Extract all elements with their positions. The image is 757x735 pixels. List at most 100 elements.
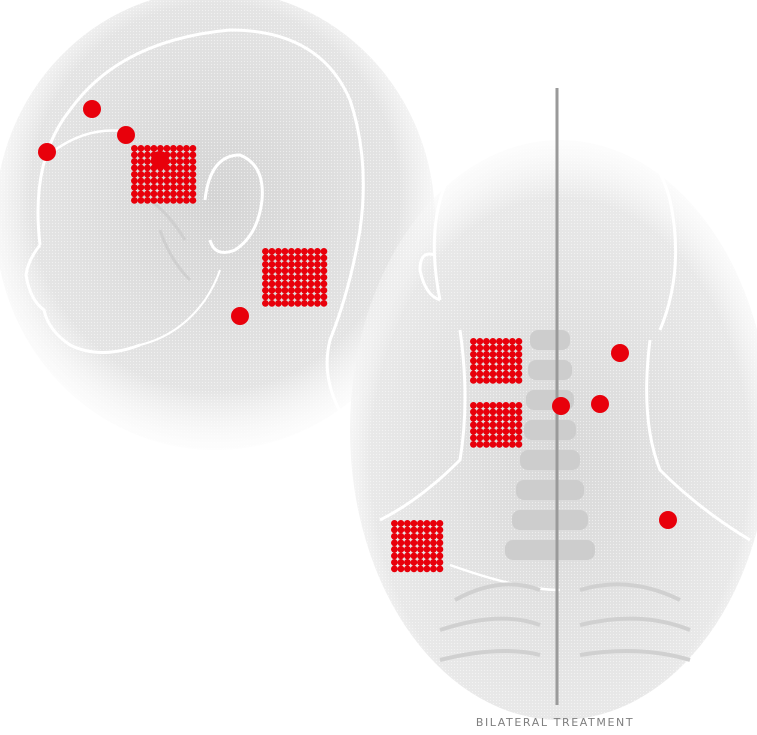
grid-dot xyxy=(131,165,138,172)
grid-dot xyxy=(483,345,490,352)
grid-dot xyxy=(269,294,276,301)
grid-dot xyxy=(164,145,171,152)
grid-dot xyxy=(164,184,171,191)
grid-dot xyxy=(411,533,418,540)
grid-dot xyxy=(131,197,138,204)
grid-dot xyxy=(170,165,177,172)
grid-dot xyxy=(398,520,405,527)
marker-point xyxy=(591,395,609,413)
grid-dot xyxy=(470,402,477,409)
grid-dot xyxy=(404,566,411,573)
grid-dot xyxy=(483,428,490,435)
grid-dot xyxy=(269,248,276,255)
grid-dot xyxy=(391,520,398,527)
grid-dot xyxy=(509,435,516,442)
grid-dot xyxy=(177,158,184,165)
grid-dot xyxy=(470,358,477,365)
grid-dot xyxy=(430,559,437,566)
grid-dot xyxy=(301,287,308,294)
grid-dot xyxy=(269,281,276,288)
grid-dot xyxy=(170,178,177,185)
grid-dot xyxy=(164,171,171,178)
grid-dot xyxy=(483,338,490,345)
grid-dot xyxy=(138,152,145,159)
grid-dot xyxy=(308,261,315,268)
grid-dot xyxy=(282,248,289,255)
grid-dot xyxy=(269,300,276,307)
grid-dot xyxy=(437,559,444,566)
grid-dot xyxy=(483,402,490,409)
grid-dot xyxy=(288,281,295,288)
grid-dot xyxy=(411,540,418,547)
grid-dot xyxy=(262,287,269,294)
grid-dot xyxy=(470,435,477,442)
grid-dot xyxy=(470,409,477,416)
grid-dot xyxy=(282,268,289,275)
grid-dot xyxy=(295,261,302,268)
grid-dot xyxy=(509,364,516,371)
grid-dot xyxy=(269,255,276,262)
grid-dot xyxy=(275,261,282,268)
grid-dot xyxy=(483,351,490,358)
grid-dot xyxy=(183,145,190,152)
grid-dot xyxy=(190,165,197,172)
grid-dot xyxy=(470,345,477,352)
grid-dot xyxy=(314,274,321,281)
grid-dot xyxy=(470,415,477,422)
grid-dot xyxy=(262,255,269,262)
grid-dot xyxy=(151,191,158,198)
grid-dot xyxy=(157,158,164,165)
grid-dot xyxy=(483,377,490,384)
grid-dot xyxy=(269,261,276,268)
grid-dot xyxy=(295,268,302,275)
grid-dot xyxy=(170,145,177,152)
grid-dot xyxy=(164,165,171,172)
grid-dot xyxy=(437,566,444,573)
grid-dot xyxy=(288,268,295,275)
grid-dot xyxy=(437,520,444,527)
grid-dot xyxy=(411,553,418,560)
grid-dot xyxy=(490,377,497,384)
marker-point xyxy=(611,344,629,362)
grid-dot xyxy=(470,441,477,448)
grid-dot xyxy=(138,165,145,172)
grid-dot xyxy=(516,409,523,416)
grid-dot xyxy=(295,300,302,307)
grid-dot xyxy=(164,197,171,204)
grid-dot xyxy=(503,364,510,371)
grid-dot xyxy=(308,294,315,301)
grid-dot xyxy=(509,338,516,345)
grid-dot xyxy=(417,520,424,527)
grid-dot xyxy=(503,345,510,352)
grid-dot xyxy=(398,527,405,534)
grid-dot xyxy=(321,281,328,288)
grid-dot xyxy=(430,553,437,560)
grid-dot xyxy=(404,533,411,540)
grid-dot xyxy=(151,171,158,178)
grid-dot xyxy=(151,178,158,185)
grid-dot xyxy=(503,338,510,345)
grid-dot xyxy=(170,184,177,191)
grid-dot xyxy=(151,152,158,159)
grid-dot xyxy=(509,377,516,384)
grid-dot xyxy=(477,402,484,409)
grid-dot xyxy=(490,345,497,352)
grid-dot xyxy=(190,152,197,159)
grid-dot xyxy=(490,441,497,448)
grid-dot xyxy=(516,435,523,442)
grid-dot xyxy=(288,287,295,294)
grid-dot xyxy=(308,300,315,307)
grid-dot xyxy=(477,415,484,422)
grid-dot xyxy=(424,533,431,540)
grid-dot xyxy=(190,197,197,204)
grid-dot xyxy=(131,178,138,185)
grid-dot xyxy=(470,371,477,378)
grid-dot xyxy=(138,184,145,191)
grid-dot xyxy=(391,559,398,566)
marker-point xyxy=(83,100,101,118)
grid-dot xyxy=(295,281,302,288)
grid-dot xyxy=(314,281,321,288)
grid-dot xyxy=(321,274,328,281)
grid-dot xyxy=(470,351,477,358)
